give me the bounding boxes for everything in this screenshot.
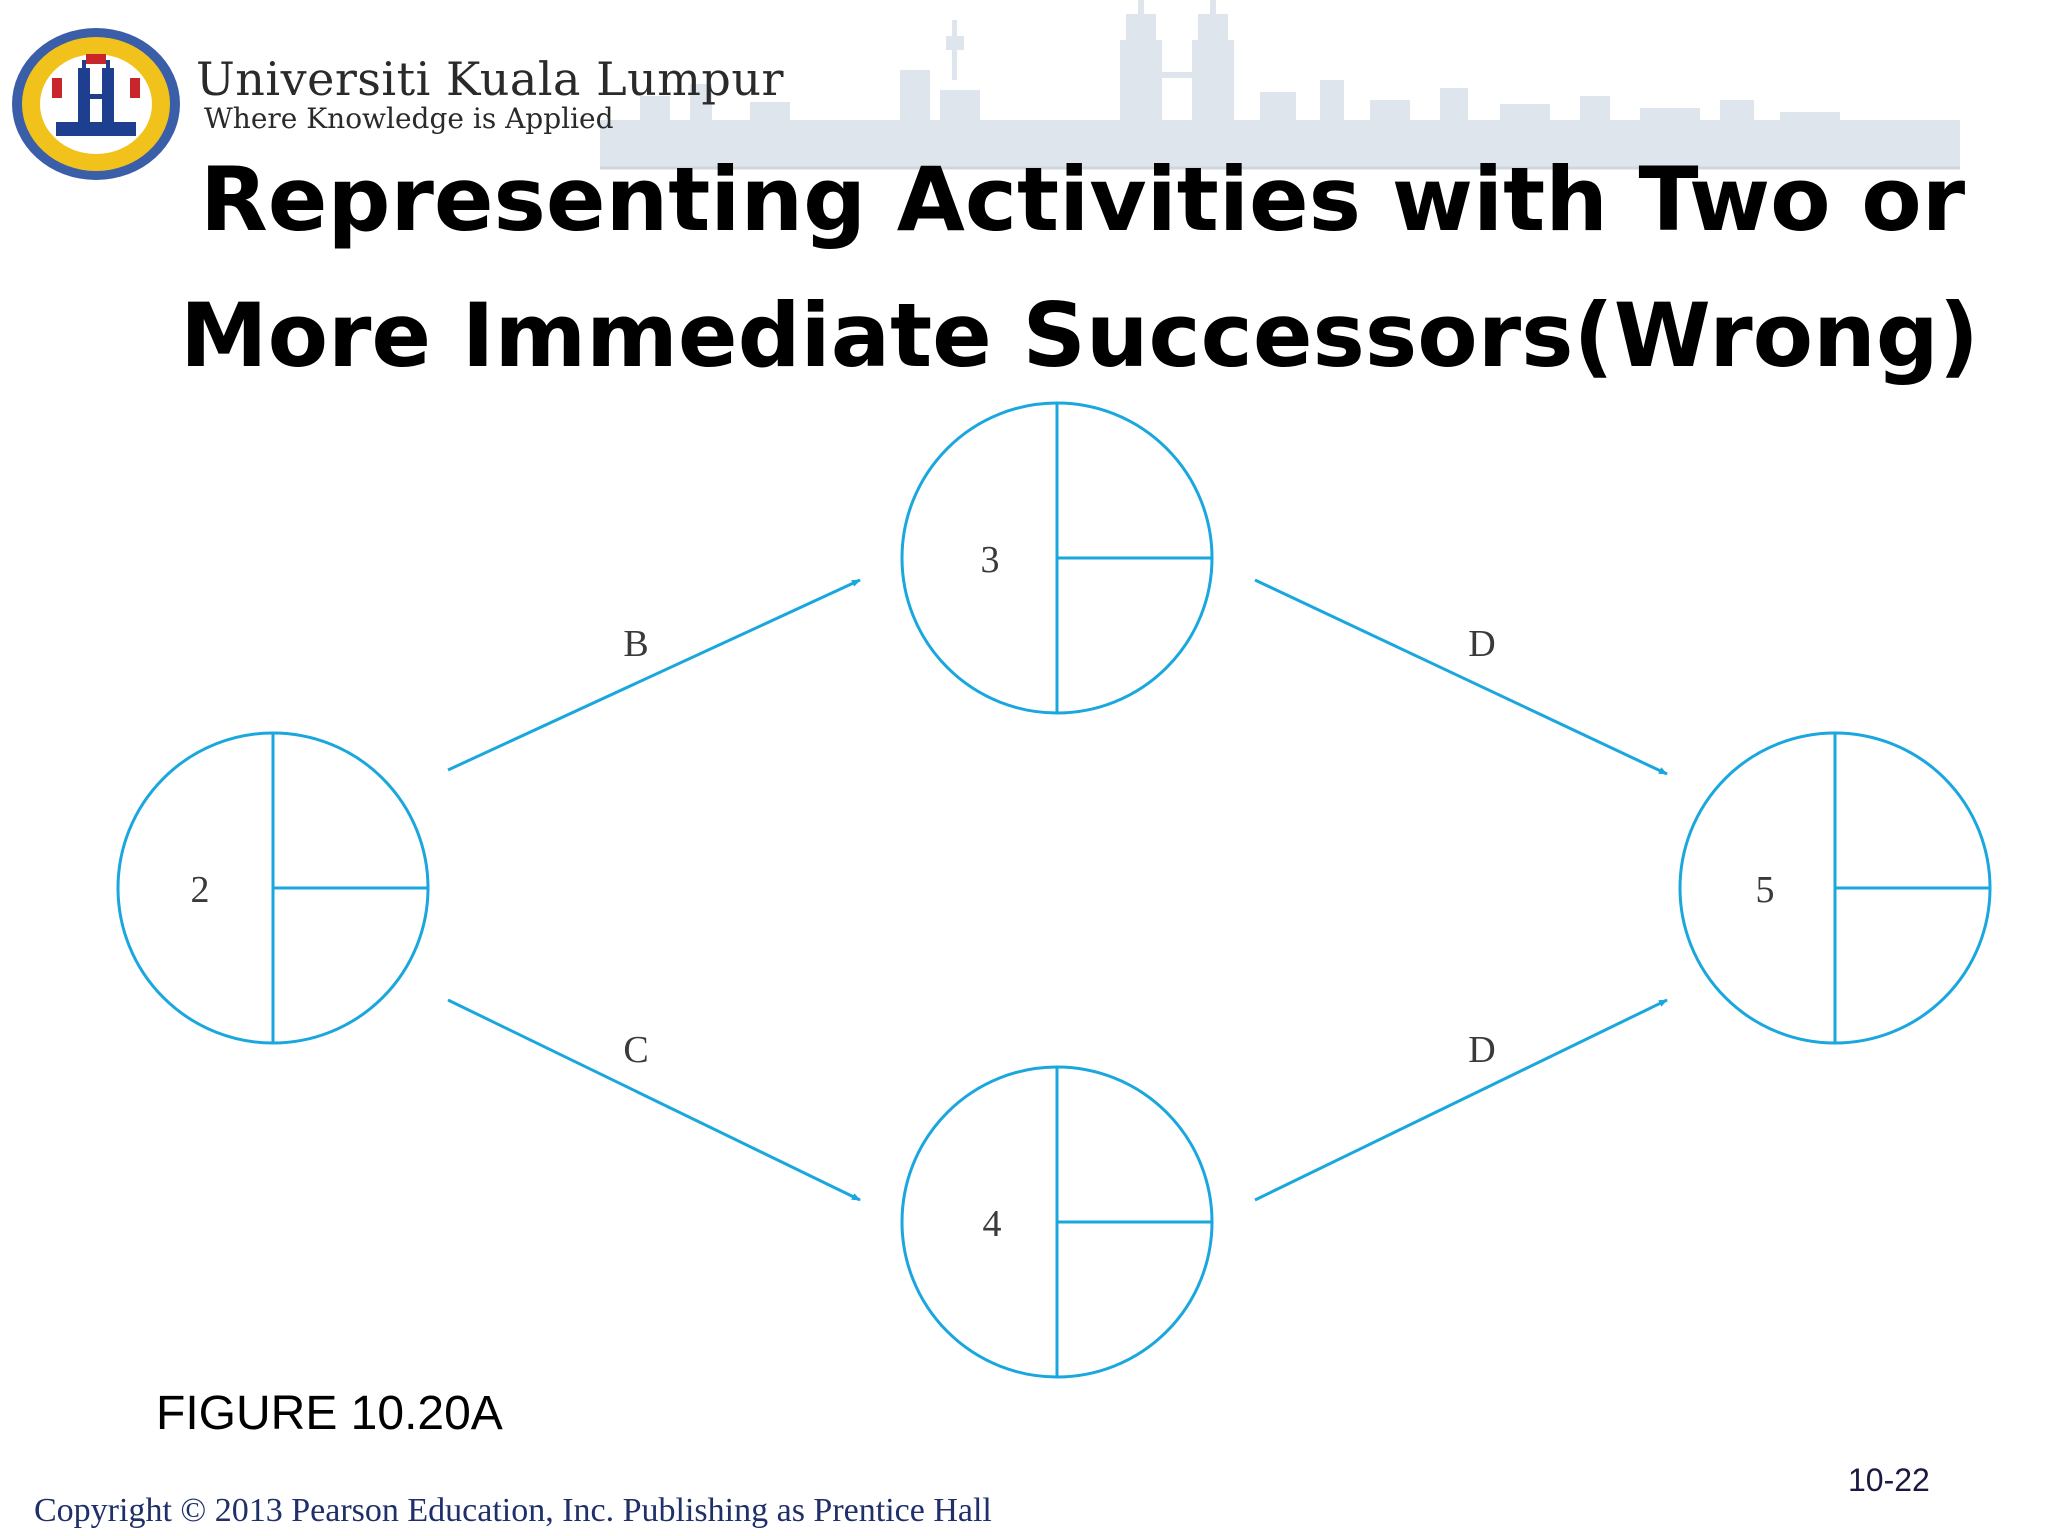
edge-4-to-5: [1254, 998, 1668, 1202]
activity-network-diagram: B C D D 2 3 4 5: [116, 401, 1992, 1379]
node-4: [900, 1065, 1214, 1379]
slide-title-line-2: More Immediate Successors(Wrong): [180, 284, 1979, 387]
edge-label-d-bottom: D: [1468, 1029, 1495, 1071]
slide-header: Universiti Kuala Lumpur Where Knowledge …: [0, 0, 2048, 180]
node-5: [1678, 731, 1992, 1045]
node-4-label: 4: [983, 1203, 1002, 1245]
city-skyline-graphic: [600, 0, 1960, 170]
node-5-label: 5: [1756, 869, 1775, 911]
copyright-notice: Copyright © 2013 Pearson Education, Inc.…: [34, 1492, 992, 1529]
node-2: [116, 731, 430, 1045]
edge-label-c: C: [623, 1029, 648, 1071]
university-logo: [12, 28, 180, 180]
institution-motto: Where Knowledge is Applied: [204, 102, 614, 135]
edge-2-to-3: [447, 578, 861, 772]
edge-3-to-5: [1254, 578, 1668, 776]
institution-name: Universiti Kuala Lumpur: [196, 52, 784, 106]
slide-title-line-1: Representing Activities with Two or: [200, 148, 1966, 251]
node-2-label: 2: [191, 869, 210, 911]
edge-label-b: B: [623, 623, 648, 665]
page-number: 10-22: [1848, 1462, 1930, 1498]
node-3-label: 3: [981, 539, 1000, 581]
edge-2-to-4: [447, 998, 861, 1202]
figure-caption: FIGURE 10.20A: [156, 1387, 503, 1440]
slide-title: Representing Activities with Two or More…: [100, 132, 2000, 404]
edge-label-d-top: D: [1468, 623, 1495, 665]
node-3: [900, 401, 1214, 715]
